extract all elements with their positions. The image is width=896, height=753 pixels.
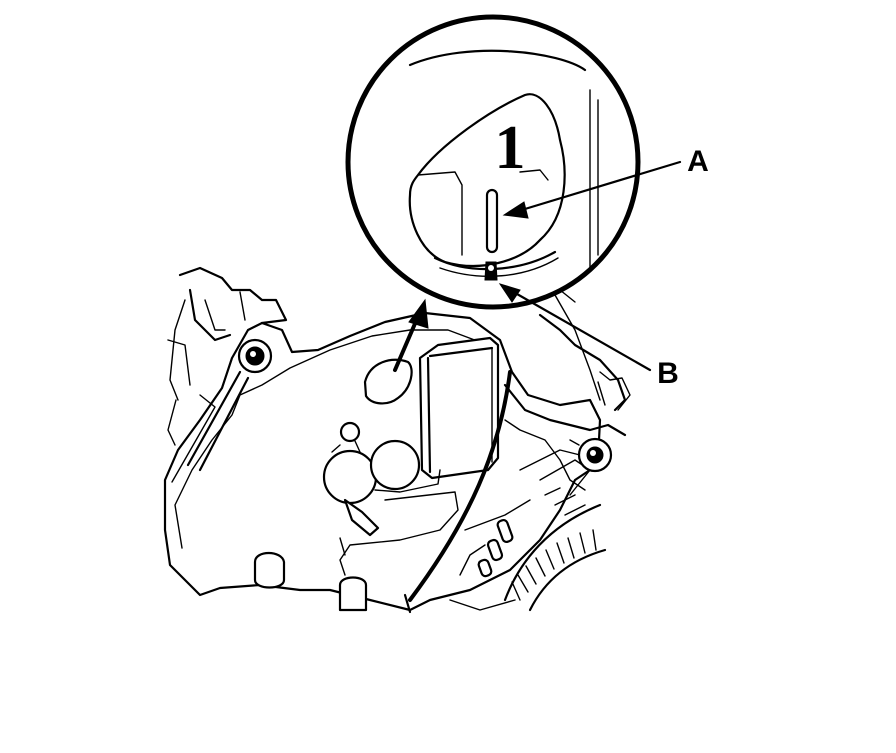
callout-leaders [498,160,682,372]
timing-mark-a [485,188,499,254]
flywheel-housing [408,294,631,612]
engine-housing [163,266,602,612]
detail-view-circle: 1 [345,14,641,310]
filler-boss [322,421,459,576]
callout-label-b: B [657,357,679,390]
mounting-bosses [253,551,412,614]
timing-window-cover [418,336,500,480]
callout-label-a: A [687,145,709,178]
magnify-pointer [363,298,429,405]
timing-mark-number: 1 [495,114,526,182]
